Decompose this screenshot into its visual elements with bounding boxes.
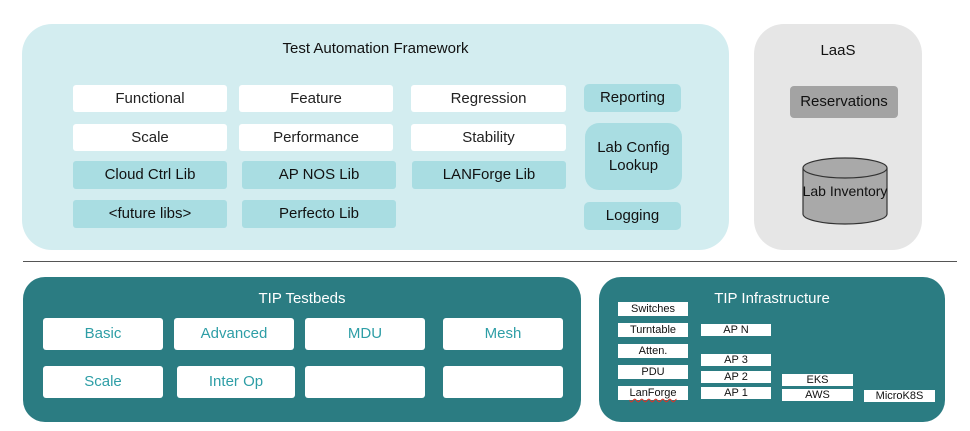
testbed-mesh: Mesh bbox=[443, 318, 563, 350]
testbed-empty-2 bbox=[443, 366, 563, 398]
test-stability: Stability bbox=[411, 124, 566, 151]
lib-perfecto: Perfecto Lib bbox=[242, 200, 396, 228]
infra-turntable: Turntable bbox=[618, 323, 688, 337]
test-scale: Scale bbox=[73, 124, 227, 151]
infra-eks: EKS bbox=[782, 374, 853, 386]
infra-lanforge: LanForge bbox=[618, 386, 688, 400]
lib-lanforge: LANForge Lib bbox=[412, 161, 566, 189]
logging-box: Logging bbox=[584, 202, 681, 230]
test-feature: Feature bbox=[239, 85, 393, 112]
testbed-scale: Scale bbox=[43, 366, 163, 398]
testbed-advanced: Advanced bbox=[174, 318, 294, 350]
infra-ap-2: AP 2 bbox=[701, 371, 771, 383]
testbed-empty-1 bbox=[305, 366, 425, 398]
infra-aws: AWS bbox=[782, 389, 853, 401]
infra-ap-1: AP 1 bbox=[701, 387, 771, 399]
test-functional: Functional bbox=[73, 85, 227, 112]
lab-config-lookup-box: Lab Config Lookup bbox=[585, 123, 682, 190]
reporting-box: Reporting bbox=[584, 84, 681, 112]
lab-inventory-label: Lab Inventory bbox=[802, 183, 888, 199]
laas-title: LaaS bbox=[820, 42, 856, 59]
reservations-box: Reservations bbox=[790, 86, 898, 118]
testbed-inter-op: Inter Op bbox=[177, 366, 295, 398]
section-divider bbox=[23, 261, 957, 262]
infra-ap-n: AP N bbox=[701, 324, 771, 336]
testbed-basic: Basic bbox=[43, 318, 163, 350]
infra-ap-3: AP 3 bbox=[701, 354, 771, 366]
infra-microk8s: MicroK8S bbox=[864, 390, 935, 402]
test-regression: Regression bbox=[411, 85, 566, 112]
lib-ap-nos: AP NOS Lib bbox=[242, 161, 396, 189]
infra-pdu: PDU bbox=[618, 365, 688, 379]
infra-lanforge-label: LanForge bbox=[629, 387, 677, 399]
test-performance: Performance bbox=[239, 124, 393, 151]
testbeds-title: TIP Testbeds bbox=[258, 290, 346, 307]
infra-attenuator: Atten. bbox=[618, 344, 688, 358]
infra-switches: Switches bbox=[618, 302, 688, 316]
taf-title: Test Automation Framework bbox=[282, 40, 469, 57]
infra-title: TIP Infrastructure bbox=[714, 290, 830, 307]
lib-cloud-ctrl: Cloud Ctrl Lib bbox=[73, 161, 227, 189]
lib-future: <future libs> bbox=[73, 200, 227, 228]
lab-inventory-cylinder bbox=[802, 157, 888, 225]
testbed-mdu: MDU bbox=[305, 318, 425, 350]
